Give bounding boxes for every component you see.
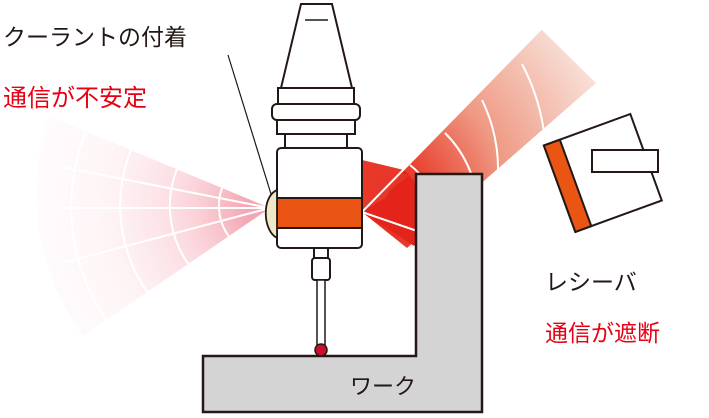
workpiece: ワーク	[201, 172, 484, 414]
unstable-label: 通信が不安定	[3, 84, 147, 112]
stylus-ball	[314, 343, 328, 357]
touch-probe-icon	[264, 3, 363, 357]
coolant-label: クーラントの付着	[3, 25, 187, 51]
work-label: ワーク	[350, 375, 416, 400]
coolant-leader	[227, 54, 272, 195]
receiver-label: レシーバ	[545, 270, 637, 296]
receiver-icon	[542, 112, 664, 234]
unstable-signal-fan	[36, 116, 271, 336]
signal-window	[276, 197, 363, 229]
coolant-drop	[264, 188, 278, 240]
blocked-label: 通信が遮断	[545, 321, 660, 347]
